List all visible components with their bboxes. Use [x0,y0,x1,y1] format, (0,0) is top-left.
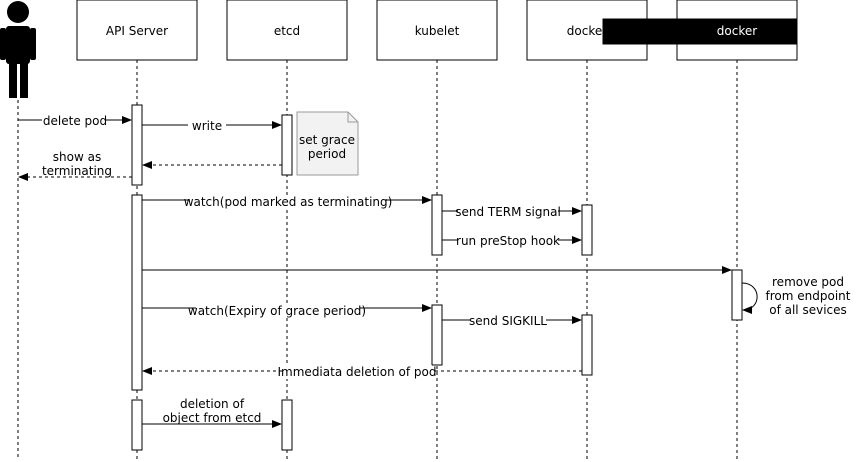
api-activation-2 [131,194,143,391]
docker-activation-2 [581,314,593,376]
api-activation-1 [131,104,143,186]
message-show-as-terminating: show as terminating [18,150,132,181]
message-send-term: send TERM signal [442,205,582,219]
message-deletion-from-etcd: deletion of object from etcd [142,397,282,428]
message-send-term-label: send TERM signal [455,205,561,219]
message-write-label: write [192,119,222,133]
participant-etcd: etcd [226,0,348,61]
message-watch-terminating: watch(pod marked as terminating) [142,195,432,209]
message-remove-pod-line-1: remove pod [772,275,844,289]
user-actor-icon [0,1,36,98]
participant-kubelet-label: kubelet [415,24,460,38]
message-send-sigkill: send SIGKILL [442,314,582,328]
participant-endpoint: docker [602,0,798,61]
endpoint-activation-1 [731,269,743,321]
message-delete-pod-label: delete pod [43,114,107,128]
message-immediate-deletion: Immediata deletion of pod [142,365,582,379]
message-remove-pod-line-3: of all sevices [769,303,847,317]
message-show-as-line-2: terminating [42,164,112,178]
message-watch-expiry: watch(Expiry of grace period) [142,303,432,318]
participant-api-server: API Server [76,0,198,61]
message-watch-expiry-label: watch(Expiry of grace period) [188,304,366,318]
message-remove-pod-line-2: from endpoint [766,289,851,303]
message-run-prestop-label: run preStop hook [456,234,560,248]
participant-api-server-label: API Server [106,24,168,38]
message-deletion-line-2: object from etcd [163,411,262,425]
message-watch-terminating-label: watch(pod marked as terminating) [184,195,393,209]
kubelet-activation-1 [431,194,443,256]
message-remove-pod-self: remove pod from endpoint of all sevices [741,275,851,317]
etcd-activation-2 [281,399,293,451]
note-line-2: period [308,147,346,161]
message-write: write [142,119,282,133]
participant-etcd-label: etcd [274,24,300,38]
note-set-grace-period: set grace period [296,111,359,176]
message-deletion-line-1: deletion of [180,397,245,411]
message-send-sigkill-label: send SIGKILL [469,314,547,328]
message-immediate-deletion-label: Immediata deletion of pod [278,365,437,379]
message-delete-pod: delete pod [18,113,132,128]
participant-docker-label: docker [567,24,607,38]
message-run-prestop: run preStop hook [442,234,582,248]
participant-endpoint-label: docker [717,24,757,38]
note-line-1: set grace [299,133,355,147]
message-show-as-line-1: show as [53,150,101,164]
participant-kubelet: kubelet [376,0,498,61]
docker-activation-1 [581,204,593,256]
kubelet-activation-2 [431,304,443,366]
api-activation-3 [131,399,143,451]
etcd-activation-1 [281,114,293,176]
